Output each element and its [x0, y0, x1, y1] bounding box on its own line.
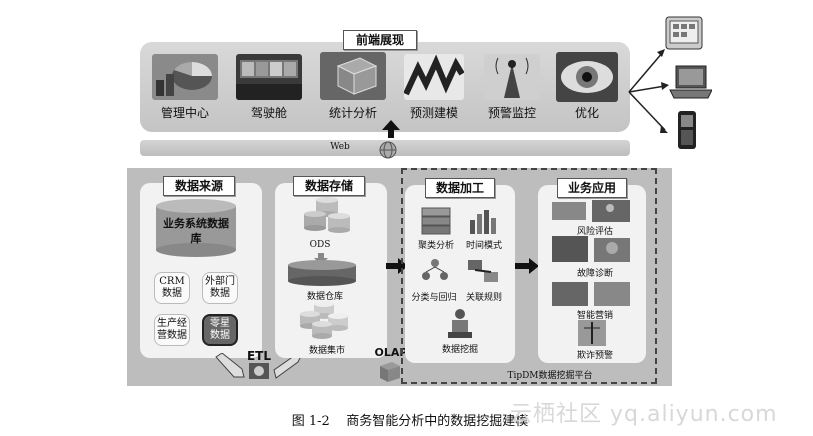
front-item-label: 预警监控 [487, 106, 536, 120]
control-room-icon [236, 54, 302, 100]
front-item-label: 驾驶舱 [250, 106, 287, 120]
association-icon [466, 256, 500, 286]
mart-cylinders [296, 300, 356, 340]
crm-data-box: CRM数据 [154, 272, 190, 304]
data-storage-title: 数据存储 [293, 176, 365, 196]
front-item-label: 优化 [574, 106, 599, 120]
external-data-box: 外部门数据 [202, 272, 238, 304]
radar-icon [484, 54, 540, 100]
ods-cylinders [300, 196, 356, 242]
business-db-cylinder [154, 198, 238, 258]
risk-photo [552, 200, 632, 222]
laptop-icon [668, 64, 713, 100]
olap-cube-icon [376, 360, 402, 384]
figure-caption: 图 1-2 商务智能分析中的数据挖掘建模 [291, 414, 529, 429]
tablet-icon [660, 15, 708, 53]
etl-icon [248, 362, 270, 380]
olap-label: OLAP [374, 346, 408, 359]
watermark-text: 云栖社区 yq.aliyun.com [510, 402, 778, 427]
classification-icon [420, 258, 450, 286]
wave-chart-icon [404, 54, 464, 100]
production-data-box: 生产经营数据 [154, 314, 190, 346]
misc-data-box: 零星数据 [202, 314, 238, 346]
mart-label: 数据集市 [308, 346, 345, 356]
cube-icon [320, 52, 386, 100]
processing-item-label: 数据挖掘 [441, 345, 478, 355]
etl-label: ETL [246, 349, 272, 363]
globe-icon [378, 140, 398, 160]
fraud-photo [578, 320, 606, 346]
processing-to-business-arrow [515, 258, 539, 274]
tipdm-platform-border [401, 168, 657, 384]
time-pattern-icon [466, 206, 502, 236]
pie-chart-icon [152, 54, 218, 100]
warehouse-cylinder [286, 260, 358, 288]
web-label: Web [330, 142, 350, 152]
front-item-label: 预测建模 [409, 106, 458, 120]
business-item-label: 智能营销 [576, 311, 613, 321]
ods-label: ODS [309, 240, 331, 250]
up-arrow [380, 118, 402, 140]
warehouse-label: 数据仓库 [306, 292, 343, 302]
business-item-label: 风险评估 [576, 227, 613, 237]
device-arrows [625, 30, 695, 150]
business-item-label: 故障诊断 [576, 269, 613, 279]
platform-label: TipDM数据挖掘平台 [507, 371, 593, 381]
data-source-title: 数据来源 [163, 176, 235, 196]
cluster-icon [418, 206, 454, 236]
business-db-label: 业务系统数据库 [163, 217, 229, 245]
processing-item-label: 聚类分析 [417, 241, 454, 251]
processing-item-label: 时间模式 [465, 241, 502, 251]
data-mining-icon [444, 306, 476, 340]
business-item-label: 欺诈预警 [576, 351, 613, 361]
etl-left-arrow [214, 352, 246, 379]
processing-item-label: 分类与回归 [411, 293, 457, 303]
data-processing-title: 数据加工 [425, 178, 495, 198]
front-end-title: 前端展现 [343, 30, 417, 50]
front-item-label: 管理中心 [160, 106, 209, 120]
marketing-photo [552, 282, 632, 306]
business-app-title: 业务应用 [557, 178, 627, 198]
fault-photo [552, 236, 632, 264]
ods-down-arrow [314, 250, 328, 265]
front-item-label: 统计分析 [328, 106, 377, 120]
eye-icon [556, 52, 618, 102]
processing-item-label: 关联规则 [465, 293, 502, 303]
phone-icon [672, 110, 702, 150]
